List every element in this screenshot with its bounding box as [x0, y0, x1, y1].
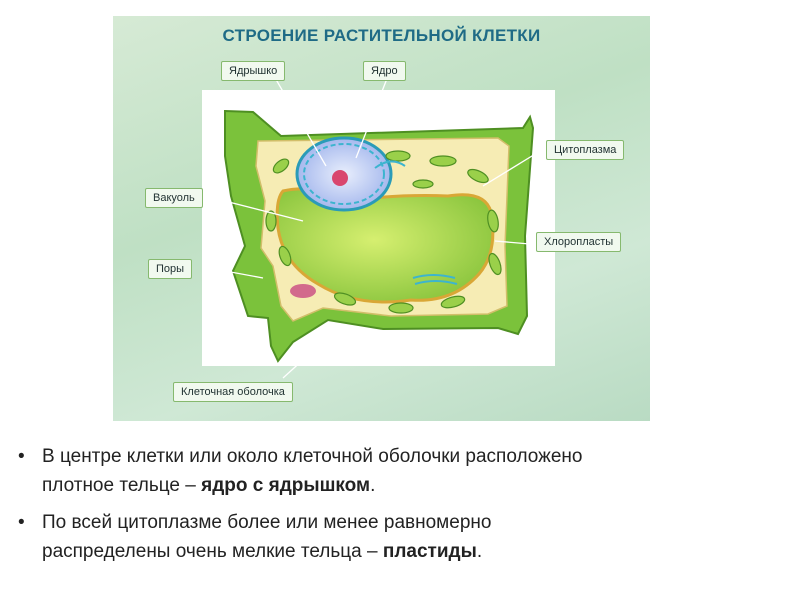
bullet-marker: •	[18, 512, 25, 533]
bullet-emphasis: ядро с ядрышком	[201, 475, 371, 496]
cell-wall-label: Клеточная оболочка	[173, 382, 293, 402]
bullet-item-nucleus: • В центре клетки или около клеточной об…	[18, 442, 798, 500]
nucleolus	[332, 170, 348, 186]
bullet-line: плотное тельце – ядро с ядрышком.	[42, 471, 798, 500]
bullet-text: .	[370, 475, 376, 496]
cell-diagram: СТРОЕНИЕ РАСТИТЕЛЬНОЙ КЛЕТКИ	[113, 16, 650, 421]
bullet-line: По всей цитоплазме более или менее равно…	[42, 512, 492, 533]
bullet-emphasis: пластиды	[382, 541, 477, 562]
bullet-text: плотное тельце –	[42, 475, 202, 496]
vacuole-label: Вакуоль	[145, 188, 203, 208]
nucleolus-label: Ядрышко	[221, 61, 286, 81]
bullet-text: .	[476, 541, 483, 562]
pores-label: Поры	[148, 259, 193, 279]
nucleus-label: Ядро	[363, 61, 406, 81]
bullet-list: • В центре клетки или около клеточной об…	[18, 442, 798, 574]
chloroplasts-label: Хлоропласты	[536, 232, 622, 252]
bullet-text: распределены очень мелкие тельца –	[42, 541, 383, 562]
diagram-title: СТРОЕНИЕ РАСТИТЕЛЬНОЙ КЛЕТКИ	[222, 26, 541, 45]
bullet-line: В центре клетки или около клеточной обол…	[42, 446, 583, 467]
cytoplasm-label: Цитоплазма	[546, 140, 625, 160]
bullet-marker: •	[18, 446, 25, 467]
chloroplasts	[265, 150, 502, 314]
plant-cell-illustration	[208, 75, 554, 379]
bullet-line: распределены очень мелкие тельца – пласт…	[42, 537, 798, 566]
bullet-item-plastids: • По всей цитоплазме более или менее рав…	[18, 508, 798, 566]
